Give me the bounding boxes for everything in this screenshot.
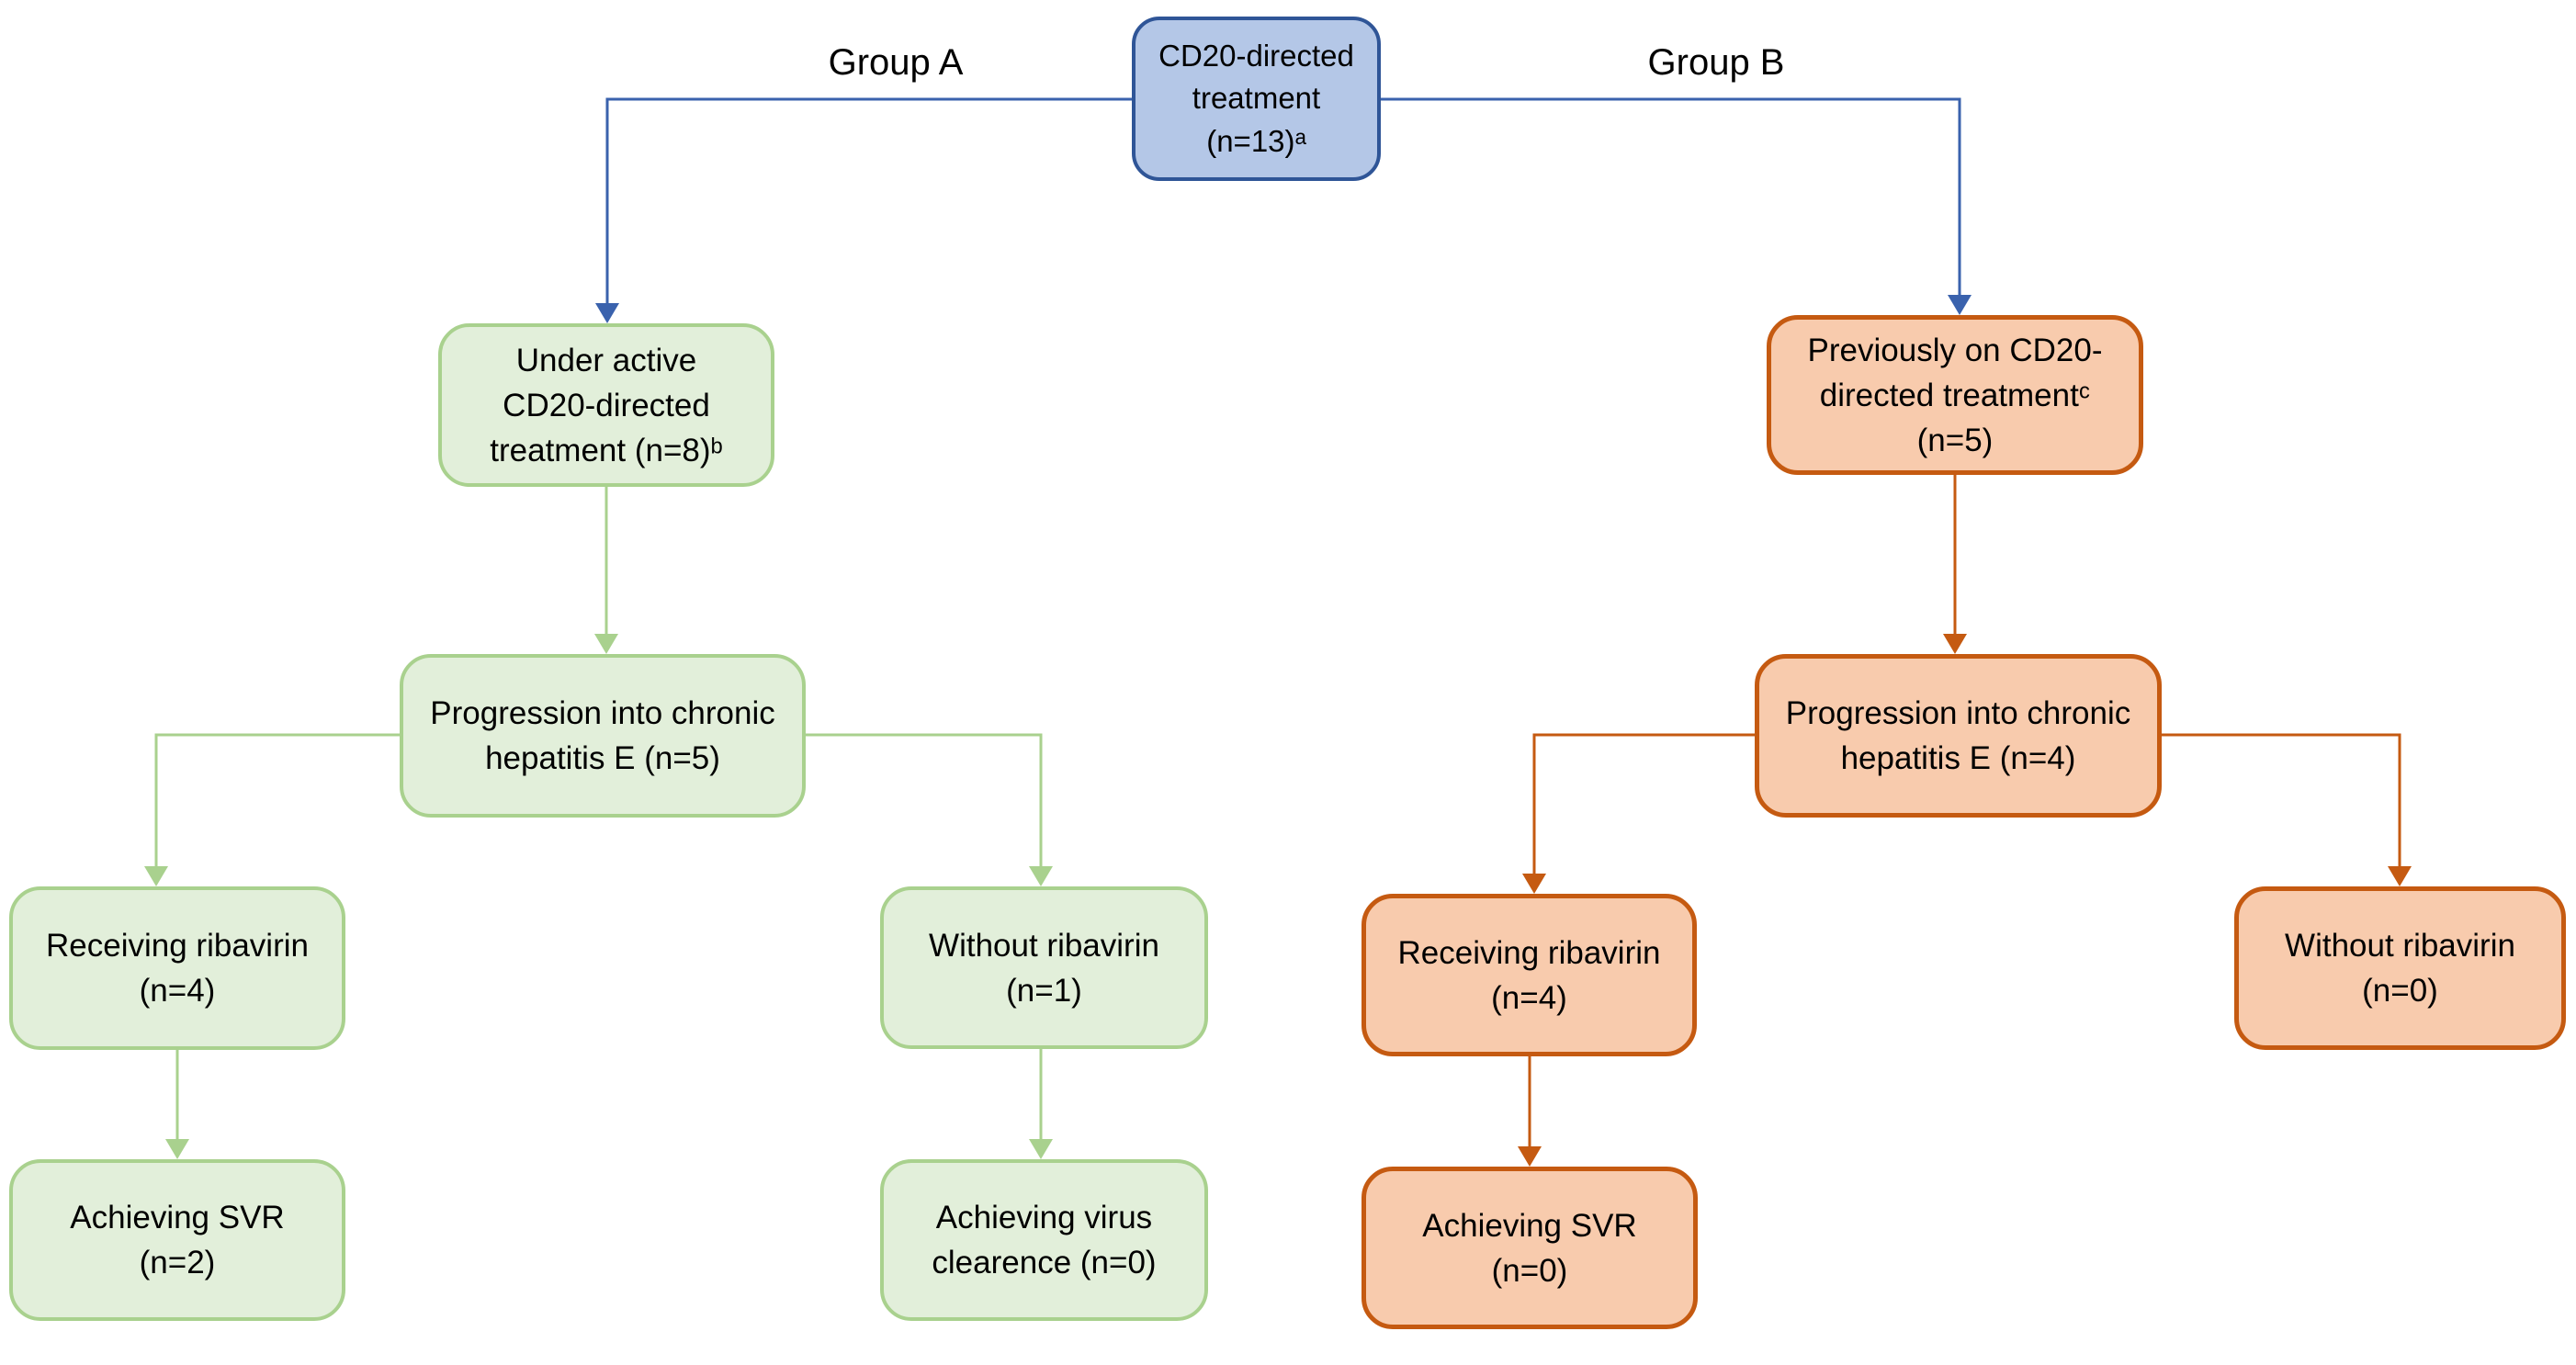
arrowhead-b-previous-to-b-progression bbox=[1943, 634, 1967, 654]
arrowhead-a-ribavirin-to-a-svr bbox=[165, 1139, 189, 1159]
arrowhead-a-progression-to-a-no-ribavirin bbox=[1029, 866, 1053, 886]
node-b-progression: Progression into chronic hepatitis E (n=… bbox=[1755, 654, 2162, 818]
arrowhead-b-ribavirin-to-b-svr bbox=[1518, 1146, 1542, 1167]
node-a-under-active: Under active CD20-directed treatment (n=… bbox=[438, 323, 774, 487]
node-a-virus-clearance: Achieving virus clearence (n=0) bbox=[880, 1159, 1208, 1321]
arrowhead-root-to-a-active bbox=[595, 303, 619, 323]
group-b-label: Group B bbox=[1647, 42, 1785, 83]
arrowhead-b-progression-to-b-ribavirin bbox=[1522, 874, 1546, 894]
edge-b-progression-to-b-no-ribavirin bbox=[2162, 733, 2401, 866]
node-root: CD20-directed treatment (n=13)ᵃ bbox=[1132, 17, 1381, 181]
node-a-achieving-svr: Achieving SVR (n=2) bbox=[9, 1159, 345, 1321]
node-a-receiving-ribavirin: Receiving ribavirin (n=4) bbox=[9, 886, 345, 1050]
arrowhead-a-no-ribavirin-to-a-clearance bbox=[1029, 1139, 1053, 1159]
edge-b-progression-to-b-ribavirin bbox=[1532, 733, 1755, 874]
arrowhead-a-progression-to-a-ribavirin bbox=[144, 866, 168, 886]
node-b-without-ribavirin: Without ribavirin (n=0) bbox=[2234, 886, 2566, 1050]
node-b-receiving-ribavirin: Receiving ribavirin (n=4) bbox=[1361, 894, 1697, 1056]
edge-a-progression-to-a-no-ribavirin bbox=[806, 733, 1043, 866]
arrowhead-a-active-to-a-progression bbox=[594, 634, 618, 654]
node-b-achieving-svr: Achieving SVR (n=0) bbox=[1361, 1167, 1698, 1329]
node-b-previously-on: Previously on CD20- directed treatmentᶜ … bbox=[1767, 315, 2143, 475]
node-a-progression: Progression into chronic hepatitis E (n=… bbox=[400, 654, 806, 818]
arrowhead-root-to-b-previous bbox=[1948, 295, 1972, 315]
edge-a-progression-to-a-ribavirin bbox=[154, 733, 400, 866]
group-a-label: Group A bbox=[828, 42, 964, 83]
arrowhead-b-progression-to-b-no-ribavirin bbox=[2388, 866, 2412, 886]
node-a-without-ribavirin: Without ribavirin (n=1) bbox=[880, 886, 1208, 1049]
